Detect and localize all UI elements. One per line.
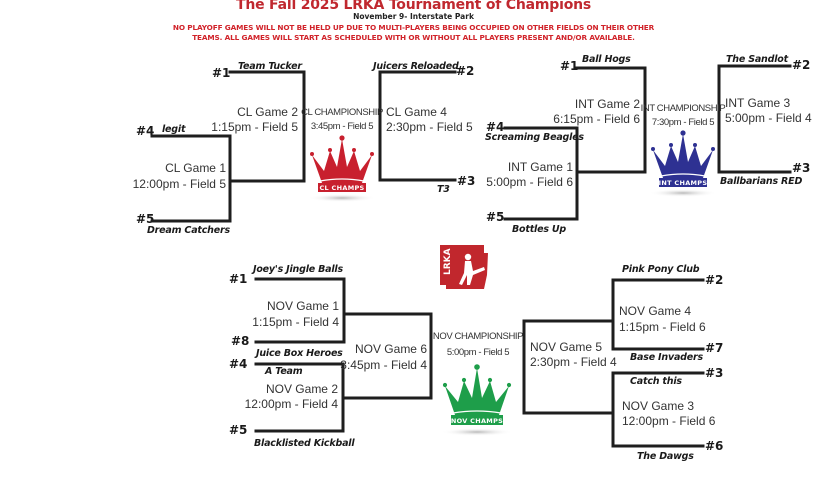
nov-team-seed3: Catch this (630, 376, 682, 387)
event-date-location: November 9- Interstate Park (353, 12, 474, 21)
int-game2-time: 6:15pm - Field 6 (553, 112, 640, 126)
int-game2-name: INT Game 2 (575, 97, 640, 111)
cl-team-seed5: Dream Catchers (147, 225, 230, 236)
int-crown-icon: INT CHAMPS (649, 130, 717, 197)
nov-game4-name: NOV Game 4 (619, 304, 691, 318)
cl-game1-time: 12:00pm - Field 5 (133, 177, 227, 191)
cl-team-seed3: T3 (437, 184, 450, 195)
cl-game2-time: 1:15pm - Field 5 (211, 120, 298, 134)
nov-seed6-label: #6 (705, 439, 723, 453)
nov-seed2-label: #2 (705, 273, 723, 287)
nov-game5-time: 2:30pm - Field 4 (530, 355, 617, 369)
cl-seed5-label: #5 (136, 212, 154, 226)
nov-team-seed1: Joey's Jingle Balls (251, 264, 343, 275)
logo-text: LRKA (443, 248, 453, 275)
nov-team-seed6: The Dawgs (637, 451, 694, 462)
int-team-seed3: Ballbarians RED (720, 176, 802, 187)
nov-game2-name: NOV Game 2 (266, 382, 338, 396)
nov-game1-time: 1:15pm - Field 4 (252, 315, 339, 329)
nov-team-seed5: Blacklisted Kickball (254, 438, 355, 449)
nov-team-seed4: A Team (264, 366, 303, 377)
nov-game6-name: NOV Game 6 (355, 342, 427, 356)
nov-game4-time: 1:15pm - Field 6 (619, 320, 706, 334)
cl-crown-icon: CL CHAMPS (308, 135, 376, 202)
cl-game2-bracket-line (228, 70, 306, 183)
cl-championship-name: CL CHAMPIONSHIP (301, 107, 383, 118)
cl-seed2-label: #2 (456, 64, 474, 78)
int-championship-time: 7:30pm - Field 5 (652, 117, 714, 128)
int-bracket: #1 Ball Hogs #4 Screaming Beagles #5 Bot… (485, 54, 812, 235)
int-seed1-label: #1 (560, 59, 578, 73)
nov-team-seed7: Base Invaders (630, 352, 703, 363)
page-title: The Fall 2025 LRKA Tournament of Champio… (235, 0, 592, 13)
cl-championship-time: 3:45pm - Field 5 (311, 121, 373, 132)
cl-game4-bracket-line (378, 70, 457, 182)
int-game1-name: INT Game 1 (508, 160, 573, 174)
int-seed5-label: #5 (486, 210, 504, 224)
nov-game1-bracket-line (254, 277, 346, 344)
cl-game4-name: CL Game 4 (386, 105, 447, 119)
nov-seed5-label: #5 (229, 423, 247, 437)
nov-game2-time: 12:00pm - Field 4 (245, 397, 339, 411)
nov-seed1-label: #1 (229, 272, 247, 286)
cl-seed1-label: #1 (212, 66, 230, 80)
nov-team-seed2: Pink Pony Club (622, 264, 700, 275)
cl-game1-bracket-line (150, 134, 232, 223)
nov-game5-name: NOV Game 5 (530, 340, 602, 354)
nov-seed8-label: #8 (231, 334, 249, 348)
int-seed3-label: #3 (792, 161, 810, 175)
cl-bracket: #1 Team Tucker #4 legit #5 Dream Catcher… (133, 61, 476, 236)
int-game1-bracket-line (503, 126, 579, 221)
cl-game1-name: CL Game 1 (165, 161, 226, 175)
int-game1-time: 5:00pm - Field 6 (486, 175, 573, 189)
int-team-seed4: Screaming Beagles (485, 132, 584, 143)
int-team-seed2: The Sandlot (726, 54, 789, 65)
nov-game3-bracket-line (611, 371, 705, 448)
cl-team-seed1: Team Tucker (238, 61, 303, 72)
nov-game5-bracket-line (522, 319, 615, 415)
lrka-logo: LRKA (440, 245, 488, 289)
nov-bracket: #1 Joey's Jingle Balls #8 Juice Box Hero… (229, 264, 723, 462)
nov-championship-time: 5:00pm - Field 5 (447, 347, 509, 358)
cl-seed4-label: #4 (136, 124, 154, 138)
nov-seed7-label: #7 (705, 341, 723, 355)
cl-crown-label: CL CHAMPS (319, 184, 364, 192)
cl-team-seed4: legit (162, 124, 186, 135)
nov-game1-name: NOV Game 1 (267, 299, 339, 313)
nov-game3-name: NOV Game 3 (622, 399, 694, 413)
notice-line-2: TEAMS. ALL GAMES WILL START AS SCHEDULED… (192, 33, 635, 42)
int-game3-time: 5:00pm - Field 4 (725, 111, 812, 125)
nov-game3-time: 12:00pm - Field 6 (622, 414, 716, 428)
cl-game4-time: 2:30pm - Field 5 (386, 120, 473, 134)
int-seed2-label: #2 (792, 58, 810, 72)
nov-championship-name: NOV CHAMPIONSHIP (433, 331, 523, 342)
nov-game4-bracket-line (611, 278, 705, 351)
nov-game6-time: 3:45pm - Field 4 (340, 358, 427, 372)
int-game3-bracket-line (717, 64, 792, 174)
int-team-seed5: Bottles Up (512, 224, 566, 235)
cl-game2-name: CL Game 2 (237, 105, 298, 119)
int-championship-name: INT CHAMPIONSHIP (641, 103, 726, 114)
nov-team-seed8: Juice Box Heroes (254, 348, 343, 359)
int-game2-bracket-line (574, 66, 647, 174)
nov-seed3-label: #3 (705, 366, 723, 380)
notice-line-1: NO PLAYOFF GAMES WILL NOT BE HELD UP DUE… (172, 23, 655, 32)
int-seed4-label: #4 (486, 120, 504, 134)
nov-crown-label: NOV CHAMPS (451, 417, 503, 425)
int-team-seed1: Ball Hogs (582, 54, 631, 65)
int-game3-name: INT Game 3 (725, 96, 790, 110)
nov-game6-bracket-line (341, 312, 433, 400)
int-crown-label: INT CHAMPS (659, 179, 708, 187)
cl-team-seed2: Juicers Reloaded (371, 61, 459, 72)
nov-seed4-label: #4 (229, 357, 247, 371)
cl-seed3-label: #3 (457, 174, 475, 188)
nov-crown-icon: NOV CHAMPS (441, 364, 513, 436)
